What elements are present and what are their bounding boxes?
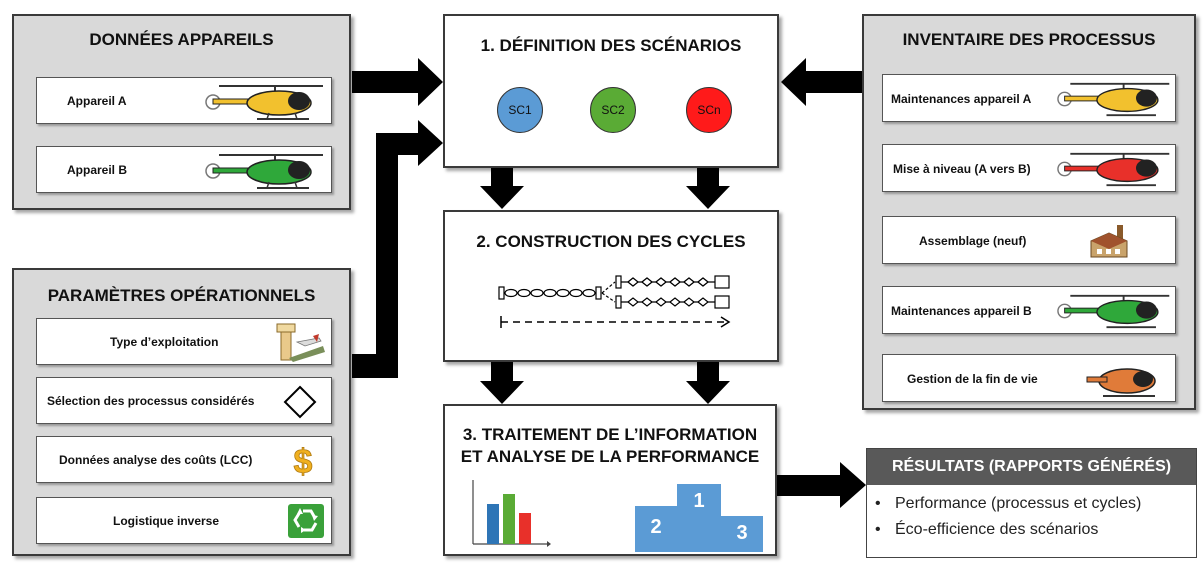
scenarios-title: 1. DÉFINITION DES SCÉNARIOS <box>480 36 742 55</box>
donnees-appareils-title: DONNÉES APPAREILS <box>89 30 274 49</box>
type-exploitation-item[interactable]: Type d’exploitation <box>36 318 332 365</box>
bullet-icon: • <box>875 521 881 538</box>
donnees-appareils-panel: DONNÉES APPAREILS Appareil A Appareil B <box>12 14 351 210</box>
resultats-bullet-text: Éco-efficience des scénarios <box>895 521 1099 538</box>
donnees-couts-label: Données analyse des coûts (LCC) <box>59 453 253 467</box>
diamond-icon <box>283 385 317 419</box>
parametres-title: PARAMÈTRES OPÉRATIONNELS <box>47 286 316 305</box>
svg-text:$: $ <box>294 443 313 480</box>
chart-bar-green <box>503 494 515 544</box>
appareil-a-item[interactable]: Appareil A <box>36 77 332 124</box>
logistique-inverse-item[interactable]: Logistique inverse <box>36 497 332 544</box>
arrow-down-2a <box>480 362 524 404</box>
bullet-icon: • <box>875 495 881 512</box>
arrow-down-2b <box>686 362 730 404</box>
helicopter-wreck-icon <box>1086 368 1156 397</box>
arrow-donnees-to-scenarios <box>352 58 443 106</box>
appareil-b-item[interactable]: Appareil B <box>36 146 332 193</box>
cycles-title: 2. CONSTRUCTION DES CYCLES <box>476 232 746 251</box>
appareil-b-label: Appareil B <box>67 163 128 177</box>
inventaire-item-maintenance-a[interactable]: Maintenances appareil A <box>882 74 1176 122</box>
scenario-label: SC2 <box>601 103 625 117</box>
traitement-title: 3. TRAITEMENT DE L’INFORMATION ET ANALYS… <box>445 424 775 468</box>
donnees-couts-item[interactable]: Données analyse des coûts (LCC) $ <box>36 436 332 483</box>
inventaire-item-label: Mise à niveau (A vers B) <box>893 162 1031 176</box>
inventaire-item-label: Maintenances appareil A <box>891 92 1032 106</box>
arrow-parametres-to-scenarios <box>352 120 443 378</box>
arrow-traitement-to-resultats <box>776 462 866 508</box>
podium-third-label: 3 <box>736 522 748 544</box>
traitement-title-line1: 3. TRAITEMENT DE L’INFORMATION <box>462 425 758 444</box>
logistique-inverse-label: Logistique inverse <box>113 514 220 528</box>
podium-second: 2 <box>635 506 677 552</box>
podium-second-label: 2 <box>650 516 662 538</box>
inventaire-item-maintenance-b[interactable]: Maintenances appareil B <box>882 286 1176 334</box>
inventaire-panel: INVENTAIRE DES PROCESSUS Maintenances ap… <box>862 14 1196 410</box>
scenario-circle-sc1: SC1 <box>497 87 543 133</box>
resultats-header-label: RÉSULTATS (RAPPORTS GÉNÉRÉS) <box>891 458 1172 475</box>
traitement-box: 3. TRAITEMENT DE L’INFORMATION ET ANALYS… <box>443 404 777 556</box>
arrow-inventaire-to-scenarios <box>781 58 862 106</box>
helicopter-yellow-icon <box>205 85 323 120</box>
helicopter-red-icon <box>1057 152 1170 187</box>
chart-bar-blue <box>487 504 499 544</box>
podium-first: 1 <box>677 484 721 552</box>
airport-icon <box>276 323 325 362</box>
parametres-panel: PARAMÈTRES OPÉRATIONNELS Type d’exploita… <box>12 268 351 556</box>
helicopter-green-icon <box>1057 294 1170 329</box>
resultats-bullet-text: Performance (processus et cycles) <box>895 495 1142 512</box>
podium-third: 3 <box>721 516 763 552</box>
scenario-label: SC1 <box>508 103 532 117</box>
scenario-label: SCn <box>697 103 721 117</box>
resultats-box: RÉSULTATS (RAPPORTS GÉNÉRÉS) • Performanc… <box>866 448 1197 558</box>
resultats-bullet-1: • Performance (processus et cycles) <box>875 495 1141 513</box>
helicopter-green-icon <box>205 154 323 189</box>
appareil-a-label: Appareil A <box>67 94 127 108</box>
inventaire-item-label: Maintenances appareil B <box>891 304 1032 318</box>
inventaire-title: INVENTAIRE DES PROCESSUS <box>902 30 1156 49</box>
bar-chart-icon <box>472 480 551 547</box>
inventaire-item-label: Assemblage (neuf) <box>919 234 1027 248</box>
inventaire-item-assemblage[interactable]: Assemblage (neuf) <box>882 216 1176 264</box>
helicopter-yellow-icon <box>1057 82 1170 117</box>
inventaire-item-label: Gestion de la fin de vie <box>907 372 1038 386</box>
dollar-icon: $ <box>293 443 313 480</box>
arrow-down-1a <box>480 168 524 209</box>
scenario-circle-scn: SCn <box>686 87 732 133</box>
inventaire-item-mise-a-niveau[interactable]: Mise à niveau (A vers B) <box>882 144 1176 192</box>
chart-bar-red <box>519 513 531 544</box>
inventaire-item-fin-de-vie[interactable]: Gestion de la fin de vie <box>882 354 1176 402</box>
selection-processus-label: Sélection des processus considérés <box>47 394 255 408</box>
traitement-title-line2: ET ANALYSE DE LA PERFORMANCE <box>460 447 760 466</box>
recycle-icon <box>288 504 324 538</box>
scenarios-box: 1. DÉFINITION DES SCÉNARIOS SC1 SC2 SCn <box>443 14 779 168</box>
selection-processus-item[interactable]: Sélection des processus considérés <box>36 377 332 424</box>
cycles-box: 2. CONSTRUCTION DES CYCLES <box>443 210 779 362</box>
resultats-bullet-2: • Éco-efficience des scénarios <box>875 521 1098 539</box>
resultats-header: RÉSULTATS (RAPPORTS GÉNÉRÉS) <box>867 449 1196 485</box>
cycle-chain-diagram <box>498 275 731 328</box>
type-exploitation-label: Type d’exploitation <box>110 335 219 349</box>
factory-icon <box>1090 225 1128 258</box>
scenario-circle-sc2: SC2 <box>590 87 636 133</box>
arrow-down-1b <box>686 168 730 209</box>
podium-icon: 1 2 3 <box>635 478 763 552</box>
podium-first-label: 1 <box>693 490 705 512</box>
